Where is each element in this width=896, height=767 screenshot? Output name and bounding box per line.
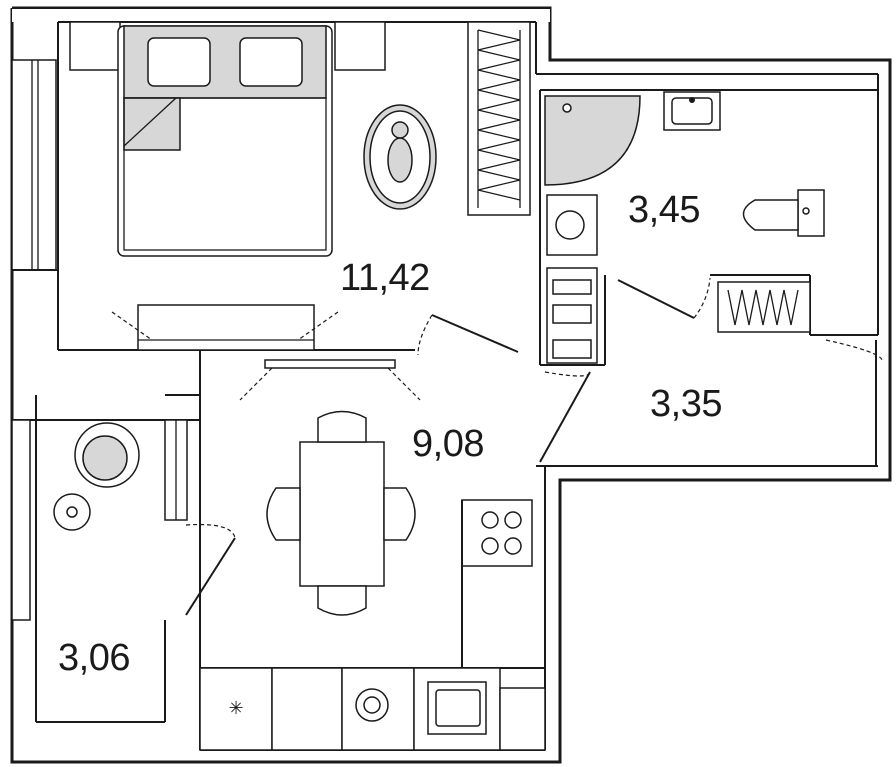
washing-machine-icon <box>546 194 598 256</box>
area-label-bathroom: 3,45 <box>628 189 700 231</box>
living-tv <box>239 359 421 401</box>
bathroom-walls <box>539 89 878 366</box>
wardrobe <box>467 21 531 216</box>
shower-icon <box>544 95 641 186</box>
bedroom-tv-stand <box>111 304 339 351</box>
area-label-balcony: 3,06 <box>58 637 130 679</box>
dining-table <box>266 410 416 616</box>
pet-rug-icon <box>363 104 437 210</box>
bathroom-door <box>617 277 711 319</box>
balcony <box>11 394 200 723</box>
bathroom-sink-icon <box>663 91 721 131</box>
bed <box>117 25 333 257</box>
fridge-icon: ✳ <box>228 698 243 719</box>
area-label-hall: 3,35 <box>650 383 722 425</box>
kitchen-counter: ✳ <box>199 667 546 751</box>
area-label-kitchen-living: 9,08 <box>412 423 484 465</box>
bedroom-walls <box>11 21 415 421</box>
area-label-bedroom: 11,42 <box>340 257 430 299</box>
hall-wardrobe <box>717 281 811 333</box>
bedroom-door <box>417 314 519 356</box>
bedroom-window <box>11 59 57 271</box>
entrance-door <box>539 339 883 463</box>
balcony-door <box>185 523 236 616</box>
armchair-icon <box>74 422 140 488</box>
cooktop-icon <box>461 499 533 567</box>
toilet-icon <box>742 189 825 237</box>
side-table-icon <box>53 493 91 531</box>
bath-cabinet <box>546 267 598 364</box>
